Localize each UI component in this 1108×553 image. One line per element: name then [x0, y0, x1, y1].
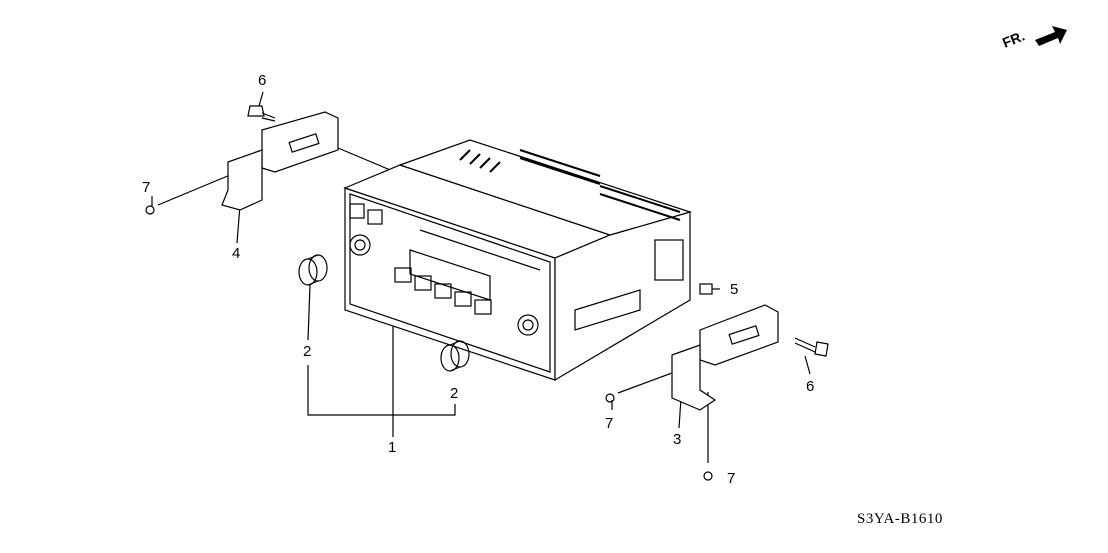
- callout-7-mid: 7: [605, 415, 614, 432]
- callout-5: 5: [730, 281, 739, 298]
- bracket-left: [221, 111, 339, 211]
- bracket-right: [671, 304, 779, 411]
- knob-left: [298, 254, 328, 286]
- radio-unit: [343, 139, 693, 382]
- knob-right: [440, 340, 470, 372]
- callout-7-bottom: 7: [727, 470, 736, 487]
- bolt-top: [247, 105, 276, 122]
- callout-6-top: 6: [258, 72, 267, 89]
- callout-1: 1: [388, 439, 397, 456]
- callout-6-right: 6: [806, 378, 815, 395]
- callout-7-left: 7: [142, 179, 151, 196]
- screws: [145, 205, 713, 481]
- callout-2-left: 2: [303, 343, 312, 360]
- callout-4: 4: [232, 245, 241, 262]
- clip-5: [699, 283, 713, 295]
- bolt-right: [794, 337, 829, 357]
- part-code: S3YA-B1610: [857, 511, 943, 527]
- callout-3: 3: [673, 431, 682, 448]
- front-arrow-icon: [1035, 26, 1067, 46]
- callout-2-right: 2: [450, 385, 459, 402]
